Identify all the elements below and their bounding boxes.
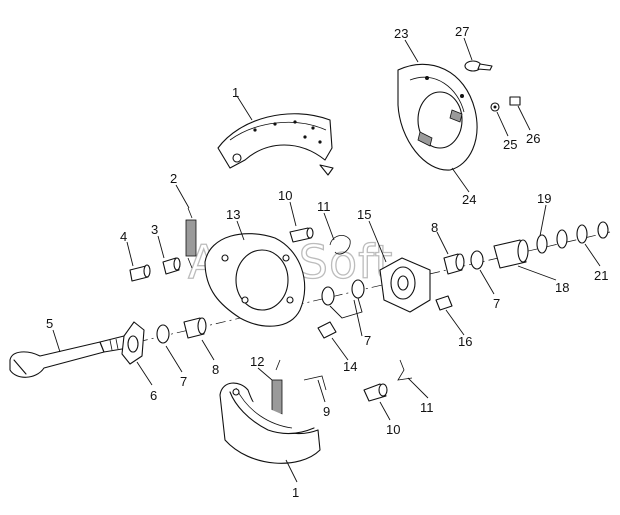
callout-10-lower: 10 — [386, 422, 400, 437]
callout-25: 25 — [503, 137, 517, 152]
slack-adjuster-15 — [379, 257, 431, 313]
callout-2: 2 — [170, 171, 177, 186]
callout-7-left: 7 — [180, 374, 187, 389]
bushing-8-left — [183, 317, 207, 339]
callout-4: 4 — [120, 229, 127, 244]
callout-10-upper: 10 — [278, 188, 292, 203]
fitting-16 — [435, 295, 453, 311]
clip-27 — [464, 60, 493, 72]
washer-19 — [536, 229, 568, 254]
ring-19b — [576, 224, 588, 244]
dust-shield — [397, 63, 478, 171]
spring-2 — [185, 207, 197, 269]
callout-14: 14 — [343, 359, 357, 374]
callout-21: 21 — [594, 268, 608, 283]
callout-8-right: 8 — [431, 220, 438, 235]
washer-7-b — [351, 279, 365, 299]
nut-25 — [490, 102, 500, 112]
callout-6: 6 — [150, 388, 157, 403]
callout-9: 9 — [323, 404, 330, 419]
callout-15: 15 — [357, 207, 371, 222]
bushing-10-upper — [289, 227, 314, 243]
callout-7-right: 7 — [493, 296, 500, 311]
callout-24: 24 — [462, 192, 476, 207]
snap-ring-21 — [597, 221, 609, 239]
axis-centerline — [59, 231, 611, 361]
bushing-3 — [162, 257, 181, 275]
fitting-14 — [317, 321, 337, 339]
leader-lines — [52, 37, 601, 483]
clip-11-upper — [329, 235, 351, 255]
callout-23: 23 — [394, 26, 408, 41]
callout-19: 19 — [537, 191, 551, 206]
brake-spider — [204, 233, 306, 327]
callout-1-lower: 1 — [292, 485, 299, 500]
bushing-10-lower — [363, 383, 388, 402]
camshaft-5 — [9, 335, 129, 378]
washer-7-d — [156, 324, 170, 344]
sleeve-18 — [493, 239, 529, 269]
pin-4 — [129, 264, 151, 282]
callout-16: 16 — [458, 334, 472, 349]
washer-7-a — [321, 286, 335, 306]
callout-5: 5 — [46, 316, 53, 331]
bolt-26 — [509, 96, 521, 106]
plate-6 — [121, 321, 145, 365]
clip-11-lower — [397, 359, 413, 381]
callout-27: 27 — [455, 24, 469, 39]
callout-13: 13 — [226, 207, 240, 222]
brake-shoe-lower — [219, 382, 321, 464]
pin-9 — [303, 375, 327, 391]
callout-7-middle: 7 — [364, 333, 371, 348]
callout-12: 12 — [250, 354, 264, 369]
callout-8-left: 8 — [212, 362, 219, 377]
brake-shoe-upper — [217, 113, 334, 176]
washer-7-c — [470, 250, 484, 270]
callout-1-upper: 1 — [232, 85, 239, 100]
callout-3: 3 — [151, 222, 158, 237]
callout-11-lower: 11 — [420, 400, 434, 415]
callout-18: 18 — [555, 280, 569, 295]
bushing-8-right — [443, 253, 465, 275]
callout-11-upper: 11 — [317, 199, 331, 214]
callout-26: 26 — [526, 131, 540, 146]
